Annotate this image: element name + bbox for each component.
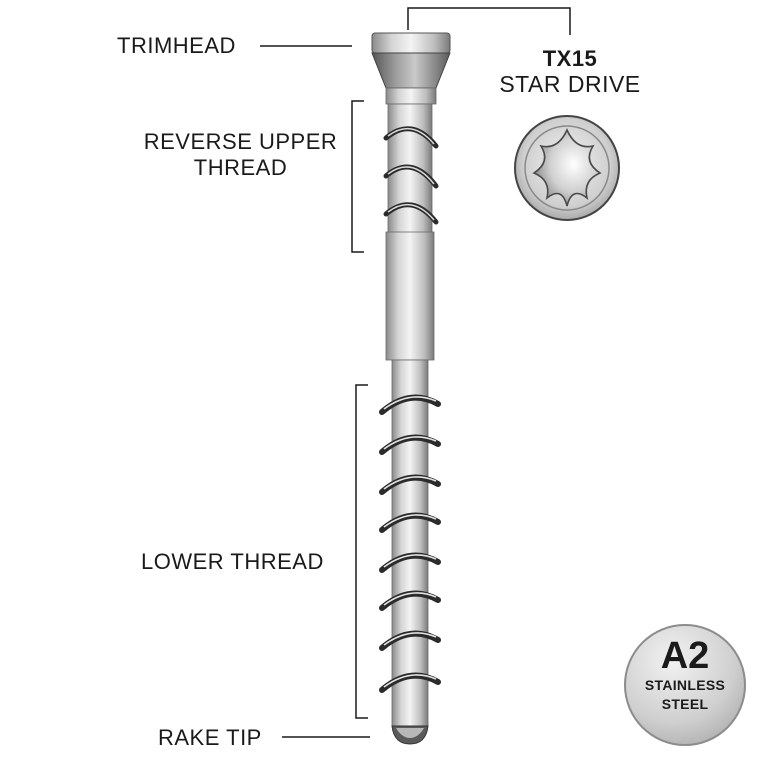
material-grade: A2 <box>660 635 710 677</box>
reverse-thread-bracket <box>351 100 364 253</box>
star-drive-icon <box>514 115 620 221</box>
reverse-label-line2: THREAD <box>193 155 288 180</box>
upper-shaft <box>383 103 439 235</box>
screw-head <box>371 32 451 105</box>
drive-type-label: TX15 STAR DRIVE <box>480 46 660 98</box>
smooth-shank <box>385 231 435 361</box>
lower-thread-label: LOWER THREAD <box>141 549 324 574</box>
reverse-label-line1: REVERSE UPPER <box>143 129 338 154</box>
reverse-upper-thread-label: REVERSE UPPER THREAD <box>138 129 343 181</box>
drive-bracket <box>407 7 571 35</box>
material-line2: STEEL <box>661 696 709 712</box>
material-line1: STAINLESS <box>644 677 726 693</box>
rake-tip-label: RAKE TIP <box>158 725 262 750</box>
lower-thread-bracket <box>355 384 368 719</box>
trimhead-label: TRIMHEAD <box>117 33 236 58</box>
lower-shaft <box>379 359 441 745</box>
drive-code: TX15 <box>542 46 598 71</box>
leader-lines <box>260 7 571 738</box>
material-badge: A2 STAINLESS STEEL <box>624 624 746 746</box>
drive-name: STAR DRIVE <box>499 71 641 97</box>
